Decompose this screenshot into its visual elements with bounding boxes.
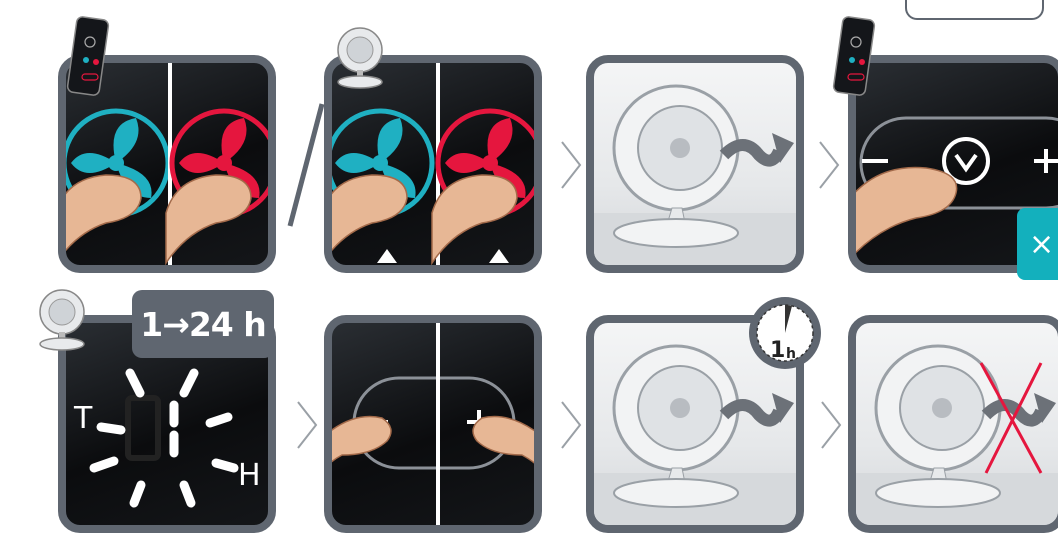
step-fan-stopped — [848, 315, 1058, 533]
step-fan-running — [586, 55, 804, 273]
top-frame — [905, 0, 1044, 20]
step-adjust-timer — [324, 315, 542, 533]
timer-number: 1 — [770, 338, 785, 363]
close-button[interactable]: × — [1017, 208, 1058, 280]
fan-device-icon — [330, 24, 390, 90]
timer-range-badge: 1→24 h — [132, 290, 274, 358]
timer-unit: h — [786, 346, 796, 362]
close-icon: × — [1029, 227, 1054, 262]
chevron-right-icon — [560, 140, 582, 190]
or-separator — [286, 100, 326, 230]
fan-device-icon — [32, 286, 92, 352]
chevron-right-icon — [820, 400, 842, 450]
remote-icon — [832, 16, 878, 98]
display-label-t: T — [74, 401, 92, 436]
chevron-right-icon — [296, 400, 318, 450]
chevron-right-icon — [560, 400, 582, 450]
display-label-h: H — [238, 458, 261, 493]
chevron-right-icon — [818, 140, 840, 190]
finger-icon — [66, 175, 251, 263]
remote-icon — [66, 16, 112, 98]
